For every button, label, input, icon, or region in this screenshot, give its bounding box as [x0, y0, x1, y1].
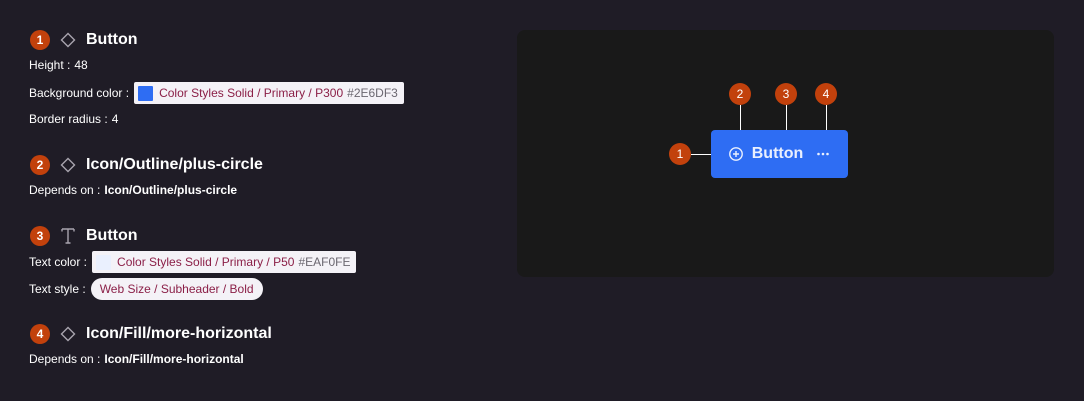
dependency-link[interactable]: Icon/Fill/more-horizontal — [104, 352, 244, 366]
diamond-icon — [58, 30, 78, 50]
property-value: 48 — [74, 58, 88, 72]
border-radius-property: Border radius : 4 — [29, 107, 118, 131]
property-label: Depends on : — [29, 183, 101, 197]
property-label: Height : — [29, 58, 71, 72]
preview-button-label: Button — [751, 145, 804, 162]
item-title: Button — [86, 227, 138, 244]
background-color-property: Background color : Color Styles Solid / … — [29, 81, 404, 105]
item-number-badge: 4 — [30, 324, 50, 344]
callout-badge: 1 — [669, 143, 691, 165]
item-title: Icon/Outline/plus-circle — [86, 156, 263, 173]
property-label: Border radius : — [29, 112, 108, 126]
color-hex-value: #2E6DF3 — [347, 86, 398, 100]
property-label: Text style : — [29, 282, 86, 296]
item-title: Icon/Fill/more-horizontal — [86, 325, 272, 342]
diamond-icon — [58, 324, 78, 344]
depends-on-property: Depends on : Icon/Outline/plus-circle — [29, 178, 237, 202]
plus-circle-icon — [728, 146, 744, 162]
spec-item-more-horizontal: 4 Icon/Fill/more-horizontal — [30, 323, 272, 345]
callout-badge: 3 — [775, 83, 797, 105]
color-swatch — [96, 254, 112, 270]
callout-badge: 2 — [729, 83, 751, 105]
callout-leader-line — [691, 154, 711, 155]
color-token-name: Color Styles Solid / Primary / P300 — [159, 86, 344, 100]
text-color-property: Text color : Color Styles Solid / Primar… — [29, 250, 357, 274]
property-label: Background color : — [29, 86, 130, 100]
text-style-property: Text style : Web Size / Subheader / Bold — [29, 277, 263, 301]
callout-leader-line — [826, 105, 827, 143]
item-title: Button — [86, 31, 138, 48]
depends-on-property: Depends on : Icon/Fill/more-horizontal — [29, 347, 244, 371]
spec-item-button: 1 Button — [30, 29, 138, 51]
height-property: Height : 48 — [29, 53, 88, 77]
property-value: 4 — [111, 112, 119, 126]
item-number-badge: 3 — [30, 226, 50, 246]
callout-leader-line — [786, 105, 787, 135]
dependency-link[interactable]: Icon/Outline/plus-circle — [104, 183, 238, 197]
item-number-badge: 1 — [30, 30, 50, 50]
callout-badge: 4 — [815, 83, 837, 105]
callout-leader-line — [740, 105, 741, 139]
color-token-chip[interactable]: Color Styles Solid / Primary / P300 #2E6… — [134, 82, 404, 104]
color-token-name: Color Styles Solid / Primary / P50 — [117, 255, 295, 269]
preview-button[interactable]: Button — [711, 130, 848, 178]
color-hex-value: #EAF0FE — [298, 255, 351, 269]
color-token-chip[interactable]: Color Styles Solid / Primary / P50 #EAF0… — [92, 251, 357, 273]
text-style-chip[interactable]: Web Size / Subheader / Bold — [90, 278, 263, 300]
component-preview-panel: 1 2 3 4 Button — [517, 30, 1054, 277]
spec-item-plus-circle: 2 Icon/Outline/plus-circle — [30, 154, 263, 176]
property-label: Depends on : — [29, 352, 101, 366]
text-icon — [58, 226, 78, 246]
more-horizontal-icon — [815, 146, 831, 162]
diamond-icon — [58, 155, 78, 175]
color-swatch — [138, 85, 154, 101]
spec-item-text: 3 Button — [30, 225, 138, 247]
property-label: Text color : — [29, 255, 88, 269]
item-number-badge: 2 — [30, 155, 50, 175]
